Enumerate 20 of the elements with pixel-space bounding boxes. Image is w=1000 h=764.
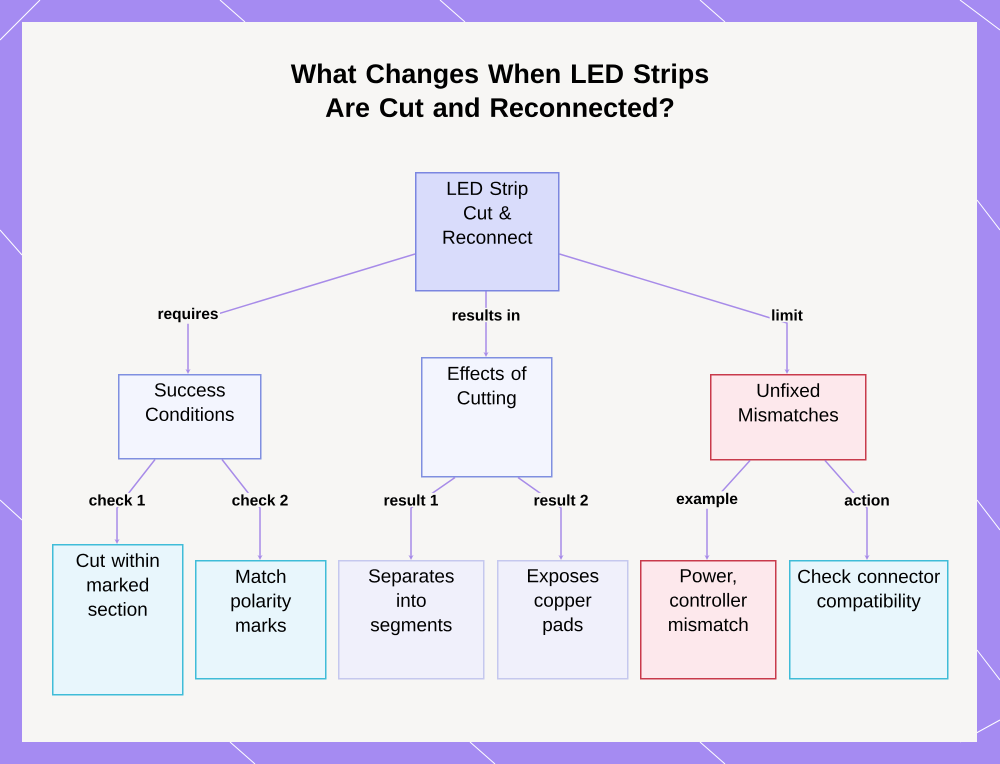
title: What Changes When LED Strips Are Cut and Reconnected? (290, 64, 708, 118)
edge-label: limit (770, 308, 804, 322)
concept-box: Exposes copper pads (497, 560, 628, 680)
concept-box: Match polarity marks (195, 560, 326, 680)
concept-box: Check connector compatibility (789, 560, 948, 680)
concept-box: Success Conditions (118, 374, 262, 460)
concept-box: Power, controller mismatch (640, 560, 776, 680)
edge-label: example (674, 491, 740, 509)
edge-label: result 2 (532, 492, 590, 508)
edge-label: check 2 (230, 492, 290, 508)
edge-label: action (842, 492, 892, 508)
edge-label: results in (450, 308, 522, 322)
edge-label: result 1 (382, 492, 440, 508)
concept-box: Effects of Cutting (421, 357, 552, 478)
concept-box: Separates into segments (338, 560, 484, 680)
concept-box: Unfixed Mismatches (710, 374, 866, 460)
edge-label: requires (156, 306, 220, 324)
edge-label: check 1 (87, 492, 147, 508)
concept-box: LED Strip Cut & Reconnect (415, 172, 560, 292)
concept-box: Cut within marked section (52, 544, 184, 696)
